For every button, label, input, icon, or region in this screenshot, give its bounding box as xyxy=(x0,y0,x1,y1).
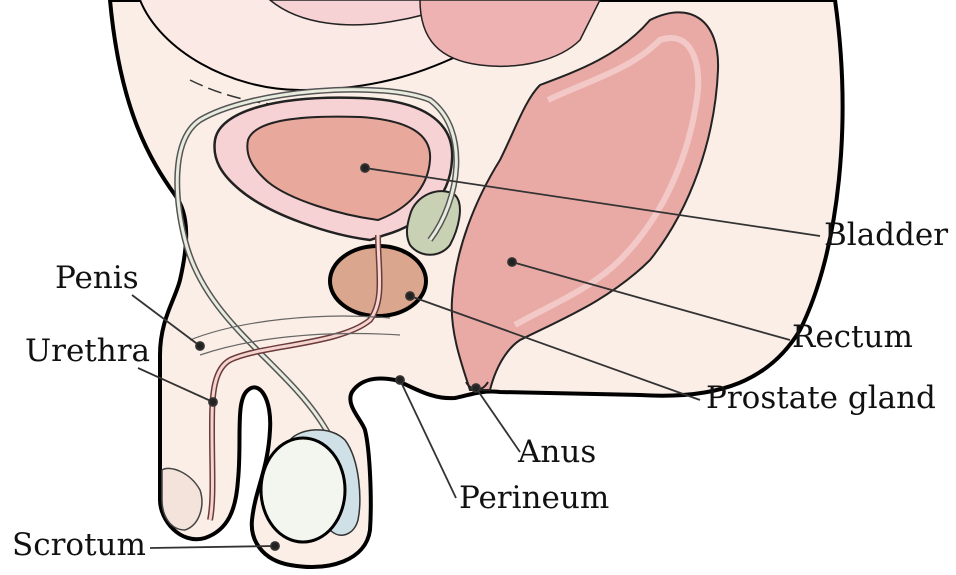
leader-anus xyxy=(476,388,520,452)
label-scrotum: Scrotum xyxy=(12,530,146,561)
label-anus: Anus xyxy=(518,437,596,468)
dot-prostate xyxy=(406,292,414,300)
dot-perineum xyxy=(396,376,404,384)
dot-penis xyxy=(196,342,204,350)
testis xyxy=(261,438,345,542)
label-perineum: Perineum xyxy=(459,483,609,514)
label-bladder: Bladder xyxy=(824,220,948,251)
dot-scrotum xyxy=(271,542,279,550)
leader-scrotum xyxy=(150,546,275,548)
dot-anus xyxy=(472,384,480,392)
label-rectum: Rectum xyxy=(792,322,913,353)
label-urethra: Urethra xyxy=(25,336,150,367)
label-penis: Penis xyxy=(55,263,139,294)
dot-rectum xyxy=(508,258,516,266)
dot-bladder xyxy=(361,164,369,172)
dot-urethra xyxy=(209,398,217,406)
label-prostate-gland: Prostate gland xyxy=(706,383,936,414)
